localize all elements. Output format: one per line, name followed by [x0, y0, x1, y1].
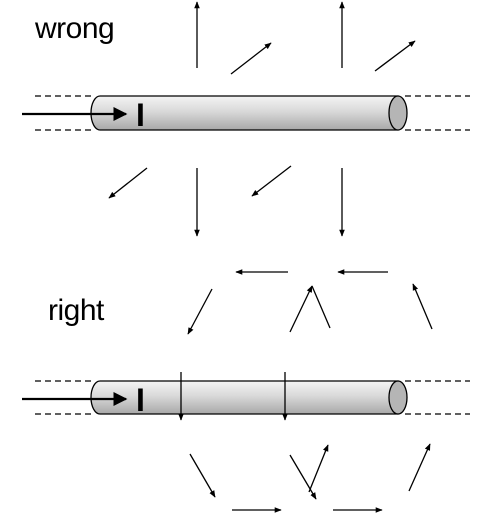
field-arrow	[251, 165, 292, 197]
field-arrows-right-bottom	[189, 443, 431, 513]
field-arrow	[408, 443, 431, 492]
current-label-right: I	[136, 382, 145, 418]
wire-wrong	[35, 95, 470, 131]
field-arrows-wrong	[108, 1, 416, 237]
field-arrows-right-through-wire	[178, 372, 288, 421]
field-arrow	[187, 288, 213, 335]
wire-right	[35, 380, 470, 415]
field-arrow	[308, 444, 329, 493]
field-arrow	[230, 42, 272, 75]
panel-label-right: right	[48, 294, 105, 327]
panel-wrong: wrong I	[22, 1, 470, 237]
field-arrow	[289, 454, 317, 500]
panel-right: right I	[22, 269, 470, 513]
field-arrow	[311, 285, 331, 329]
field-arrow	[289, 285, 313, 333]
current-label-wrong: I	[136, 97, 145, 133]
field-arrow	[108, 167, 148, 199]
panel-label-wrong: wrong	[34, 12, 114, 45]
field-arrow	[189, 453, 216, 498]
field-arrows-right-top	[187, 269, 433, 335]
field-arrow	[412, 283, 433, 330]
field-arrow	[374, 40, 416, 72]
